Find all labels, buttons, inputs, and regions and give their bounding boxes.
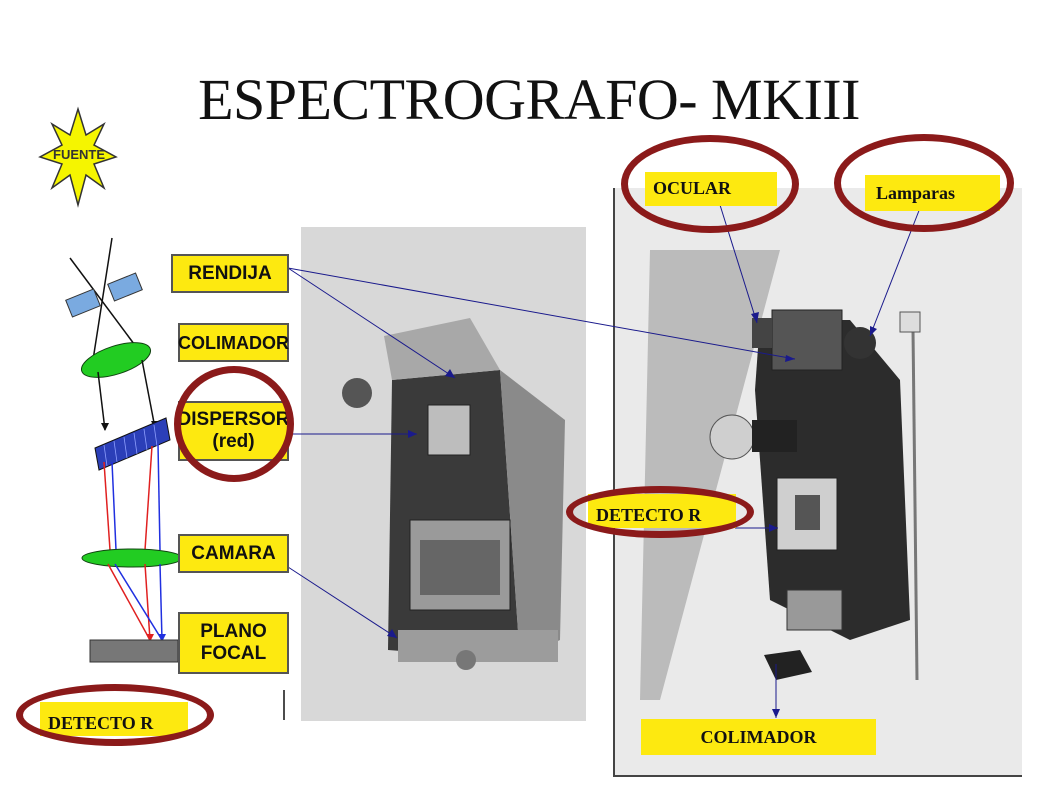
box-rendija: RENDIJA — [171, 254, 289, 293]
camera-lens — [81, 548, 183, 568]
box-camara: CAMARA — [178, 534, 289, 573]
ring-detector-photo — [566, 486, 754, 538]
photo-left-content — [342, 318, 565, 670]
slide-title: ESPECTROGRAFO- MKIII — [198, 67, 860, 132]
ring-ocular — [621, 135, 799, 233]
label-colimador-photo: COLIMADOR — [641, 719, 876, 755]
focal-plane — [89, 639, 179, 663]
fuente-badge: FUENTE — [53, 147, 105, 162]
fuente-star — [38, 106, 118, 208]
slit-mirror-left — [65, 288, 101, 318]
ring-dispersor — [174, 366, 294, 482]
collimator-lens — [80, 342, 152, 378]
photo-right-content — [640, 250, 921, 700]
ring-detector-diagram — [16, 684, 214, 746]
ring-lamparas — [834, 134, 1014, 232]
grating — [94, 417, 171, 471]
box-plano-focal: PLANO FOCAL — [178, 612, 289, 674]
box-colimador: COLIMADOR — [178, 323, 289, 362]
slit-mirror-right — [107, 272, 143, 302]
